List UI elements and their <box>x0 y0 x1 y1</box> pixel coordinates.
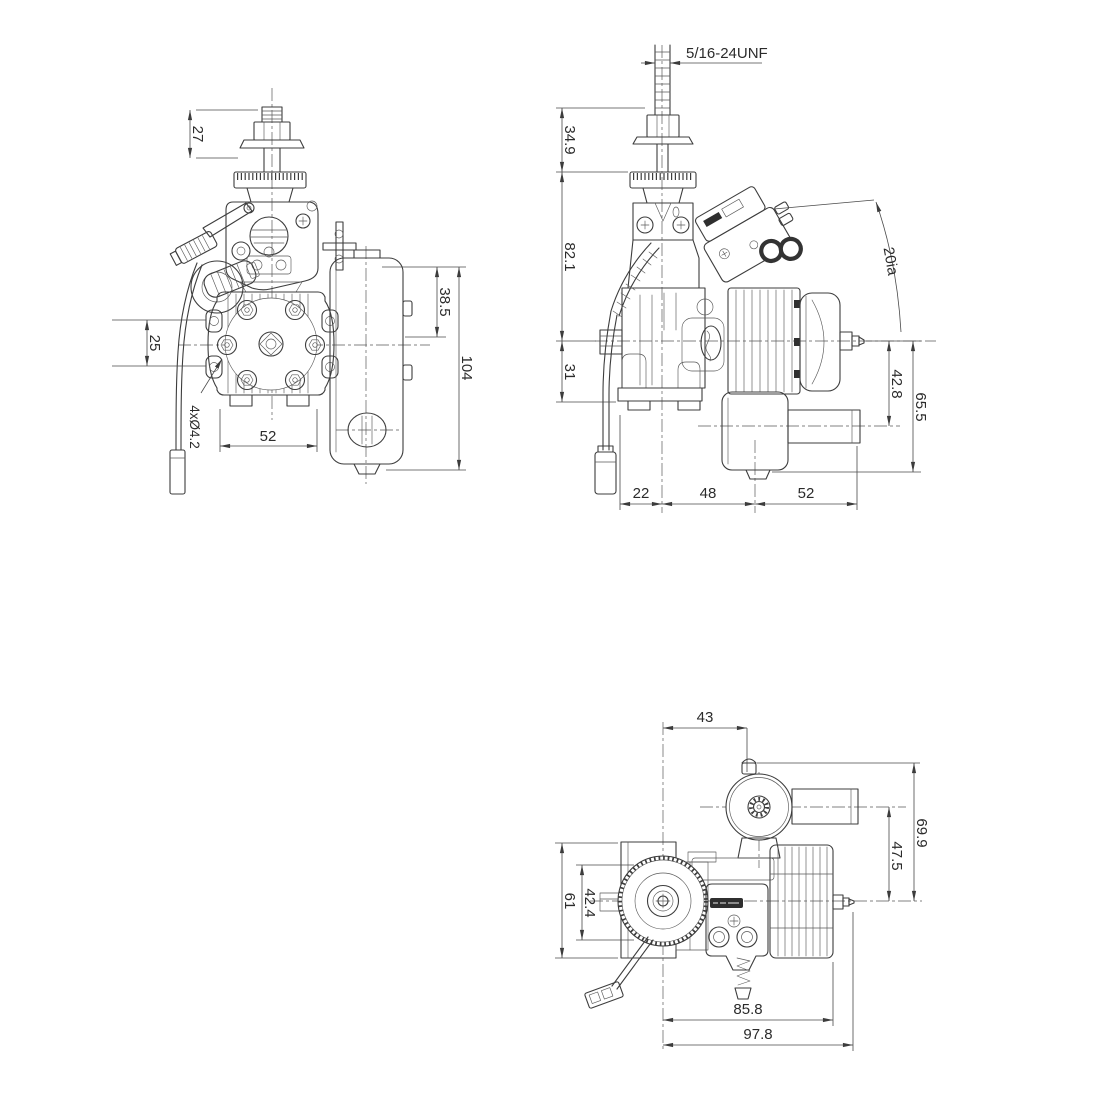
top-ignition-lead <box>584 936 654 1009</box>
front-view: 27 25 4xØ4.2 52 38.5 104 <box>112 88 475 495</box>
top-carburetor <box>705 883 769 1000</box>
dim-43-label: 43 <box>697 709 714 726</box>
side-propeller-shaft <box>629 44 697 204</box>
dim-475-label: 47.5 <box>888 841 905 870</box>
dim-mount-spacing-label: 25 <box>146 335 163 352</box>
side-muffler <box>721 391 861 480</box>
front-carburetor <box>169 200 357 293</box>
dim-978-label: 97.8 <box>743 1026 772 1043</box>
front-muffler <box>329 249 413 475</box>
side-engine-body <box>599 202 725 411</box>
dim-muffler-length-label: 104 <box>458 355 475 380</box>
dim-699-label: 69.9 <box>913 818 930 847</box>
front-propeller-shaft <box>233 106 307 203</box>
thread-callout: 5/16-24UNF <box>686 45 768 62</box>
dim-821-label: 82.1 <box>561 242 578 271</box>
front-ignition-cable <box>169 262 203 495</box>
top-dimensions: 43 69.9 47.5 61 42.4 85.8 97.8 <box>555 709 930 1051</box>
top-view: 43 69.9 47.5 61 42.4 85.8 97.8 <box>555 709 930 1052</box>
front-ignition-coil <box>190 260 260 314</box>
side-cylinder <box>727 287 865 395</box>
side-carburetor <box>694 186 803 283</box>
side-view: 5/16-24UNF 34.9 82.1 31 20ia 42.8 65.5 <box>556 44 936 513</box>
dim-31-label: 31 <box>561 364 578 381</box>
top-muffler <box>691 728 859 881</box>
dim-61-label: 61 <box>561 893 578 910</box>
dim-angle-label: 20ia <box>880 246 902 278</box>
dim-muffler-top-label: 38.5 <box>436 287 453 316</box>
dim-52-label: 52 <box>798 485 815 502</box>
side-ignition-cable <box>594 242 660 495</box>
dim-424-label: 42.4 <box>581 888 598 917</box>
front-cylinder-block <box>205 291 339 407</box>
dim-48-label: 48 <box>700 485 717 502</box>
dim-shaft-label: 27 <box>189 126 206 143</box>
side-dimensions: 5/16-24UNF 34.9 82.1 31 20ia 42.8 65.5 <box>556 45 929 510</box>
dim-349-label: 34.9 <box>561 125 578 154</box>
fuel-nipple <box>169 231 218 266</box>
top-cylinder <box>769 844 855 959</box>
dim-22-label: 22 <box>633 485 650 502</box>
dim-428-label: 42.8 <box>888 369 905 398</box>
front-dimensions: 27 25 4xØ4.2 52 38.5 104 <box>112 109 475 471</box>
top-engine-body <box>599 841 717 959</box>
dim-655-label: 65.5 <box>912 392 929 421</box>
spark-plug-boot <box>203 260 260 298</box>
dim-width-label: 52 <box>260 428 277 445</box>
dim-mount-holes-label: 4xØ4.2 <box>187 405 202 449</box>
dim-858-label: 85.8 <box>733 1001 762 1018</box>
side-centerlines <box>595 45 936 513</box>
